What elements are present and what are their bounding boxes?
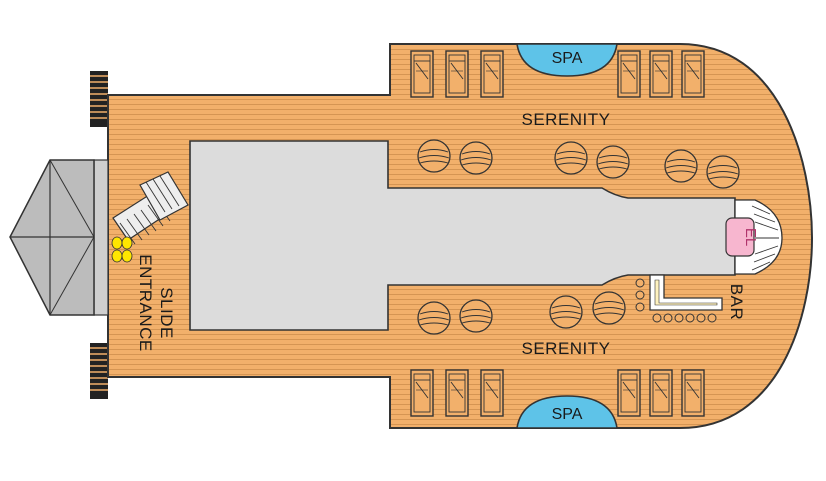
aft-railing-bottom [90,343,108,399]
spa-top-label: SPA [552,50,583,67]
entrance-label: ENTRANCE [136,254,155,352]
serenity-bottom-label: SERENITY [521,339,610,358]
slide-label: SLIDE [157,287,176,339]
elevator[interactable]: EL [725,199,783,275]
spa-top[interactable]: SPA [516,43,618,77]
serenity-top-label: SERENITY [521,110,610,129]
elevator-label: EL [742,228,759,246]
spa-bottom[interactable]: SPA [516,395,618,429]
slide-canopy [9,159,109,316]
pool-area [189,140,736,331]
aft-railing-top [90,71,108,127]
slide-stairs [112,171,189,245]
spa-bottom-label: SPA [552,406,583,423]
bar-label: BAR [727,284,746,320]
bar-counter[interactable] [649,274,723,311]
slide-entrance-marker[interactable] [111,236,133,263]
